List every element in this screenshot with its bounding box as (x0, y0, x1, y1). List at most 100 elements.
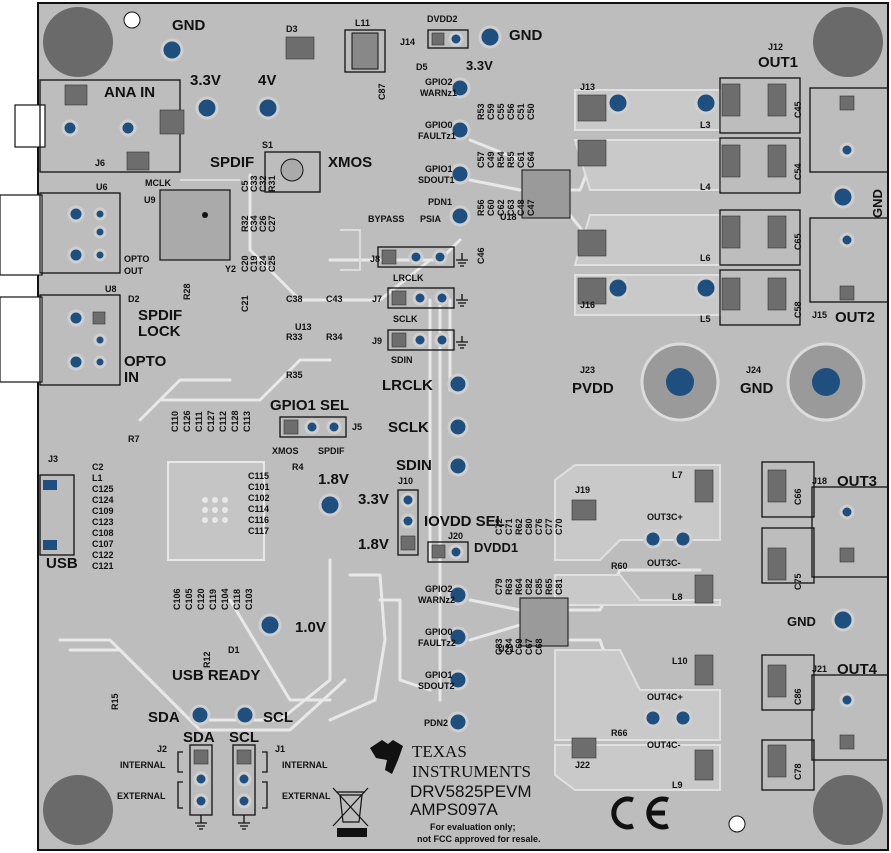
ref-j13: J13 (580, 82, 595, 92)
j2-pin[interactable] (193, 749, 209, 765)
out3-pin[interactable] (839, 504, 855, 520)
tp-sclk[interactable] (447, 416, 469, 438)
j7-pin[interactable] (412, 290, 428, 306)
tp-sda[interactable] (189, 704, 211, 726)
ref-y2: Y2 (225, 264, 236, 274)
tp-gnd-mid[interactable] (831, 608, 855, 632)
tp-out3cp[interactable] (643, 529, 663, 549)
ref-d3: D3 (286, 24, 298, 34)
j8-pin[interactable] (432, 249, 448, 265)
label-sda-hdr: SDA (183, 729, 215, 746)
j2-pin[interactable] (193, 771, 209, 787)
board-code: AMPS097A (410, 800, 499, 819)
tp-lrclk[interactable] (447, 373, 469, 395)
out2-terminal[interactable] (809, 217, 889, 303)
label-out3cm: OUT3C- (647, 558, 681, 568)
j10-pin[interactable] (400, 535, 416, 551)
j5-pin[interactable] (326, 419, 342, 435)
ana-via (119, 119, 137, 137)
out1-pin[interactable] (839, 142, 855, 158)
label-gpio1-sel: GPIO1 SEL (270, 397, 349, 414)
out4-pin[interactable] (839, 734, 855, 750)
out4-pin[interactable] (839, 692, 855, 708)
j10-pin[interactable] (400, 513, 416, 529)
label-gnd-right: GND (870, 189, 885, 218)
j13-via[interactable] (606, 91, 630, 115)
refdes-c102: C102 (248, 493, 270, 503)
j8-pin[interactable] (408, 249, 424, 265)
out3-pin[interactable] (839, 547, 855, 563)
tp-gpio1-1[interactable] (449, 163, 471, 185)
label-out4: OUT4 (837, 661, 878, 678)
refdes-c110: C110 (170, 411, 180, 432)
ti-logo-text-2: INSTRUMENTS (412, 762, 531, 781)
ce-mark (611, 796, 669, 830)
tp-out4cp[interactable] (643, 708, 663, 728)
usb-connector[interactable] (39, 474, 75, 556)
j9-pin[interactable] (391, 332, 407, 348)
out4-terminal[interactable] (811, 674, 889, 761)
tp-gnd[interactable] (160, 38, 184, 62)
j10-pin[interactable] (400, 492, 416, 508)
tp-gpio0-2[interactable] (447, 626, 469, 648)
tp-out4cm[interactable] (673, 708, 693, 728)
j9-pin[interactable] (434, 332, 450, 348)
tp-4v[interactable] (256, 96, 280, 120)
out2-pin[interactable] (839, 232, 855, 248)
refdes-c33: C33 (249, 175, 259, 192)
j8-pin[interactable] (381, 249, 397, 265)
j14-pin[interactable] (431, 32, 445, 46)
tp-scl[interactable] (234, 704, 256, 726)
j1-pin[interactable] (236, 793, 252, 809)
tp-gnd-right[interactable] (831, 185, 855, 209)
out1-pin[interactable] (839, 95, 855, 111)
tp-pdn2[interactable] (447, 711, 469, 733)
ref-j22: J22 (575, 760, 590, 770)
out1-terminal[interactable] (809, 87, 889, 173)
j14-pin[interactable] (448, 31, 464, 47)
tp-gpio0-1[interactable] (449, 119, 471, 141)
refdes-c86: C86 (793, 688, 803, 705)
tp-3v3[interactable] (195, 96, 219, 120)
mcu-vias (202, 497, 228, 523)
tp-1v0[interactable] (258, 613, 282, 637)
j9-pin[interactable] (412, 332, 428, 348)
refdes-c24: C24 (258, 255, 268, 272)
ref-l7: L7 (672, 470, 683, 480)
refdes-c38: C38 (286, 294, 303, 304)
label-external-r: EXTERNAL (282, 791, 331, 801)
j16-via[interactable] (606, 276, 630, 300)
j5-pin[interactable] (304, 419, 320, 435)
ref-r60: R60 (611, 561, 628, 571)
j2-pin[interactable] (193, 793, 209, 809)
j1-pin[interactable] (236, 749, 252, 765)
label-sda: SDA (148, 709, 180, 726)
ref-c87: C87 (377, 83, 387, 100)
s1-switch[interactable] (264, 151, 321, 193)
refdes-c63: C63 (506, 199, 516, 216)
tp-sdin[interactable] (447, 455, 469, 477)
tp-gnd-top[interactable] (478, 25, 502, 49)
refdes-c50: C50 (526, 103, 536, 120)
tp-gpio1-2[interactable] (447, 669, 469, 691)
tp-gpio2-2[interactable] (447, 584, 469, 606)
tp-out3cm[interactable] (673, 529, 693, 549)
tp-gpio2-1[interactable] (449, 77, 471, 99)
tp-pdn1[interactable] (449, 205, 471, 227)
ref-j21: J21 (812, 664, 827, 674)
j20-pin[interactable] (448, 544, 464, 560)
ref-j15: J15 (812, 310, 827, 320)
ref-j12: J12 (768, 42, 783, 52)
label-scl-hdr: SCL (229, 729, 259, 746)
out3-terminal[interactable] (811, 486, 889, 578)
j20-pin[interactable] (431, 544, 446, 559)
j7-pin[interactable] (434, 290, 450, 306)
tp-1v8[interactable] (318, 493, 342, 517)
refdes-r35: R35 (286, 370, 303, 380)
out2-pin[interactable] (839, 285, 855, 301)
j1-pin[interactable] (236, 771, 252, 787)
s1-actuator[interactable] (280, 158, 304, 182)
l7-pad (694, 469, 714, 503)
j5-pin[interactable] (283, 419, 299, 435)
j7-pin[interactable] (391, 290, 407, 306)
